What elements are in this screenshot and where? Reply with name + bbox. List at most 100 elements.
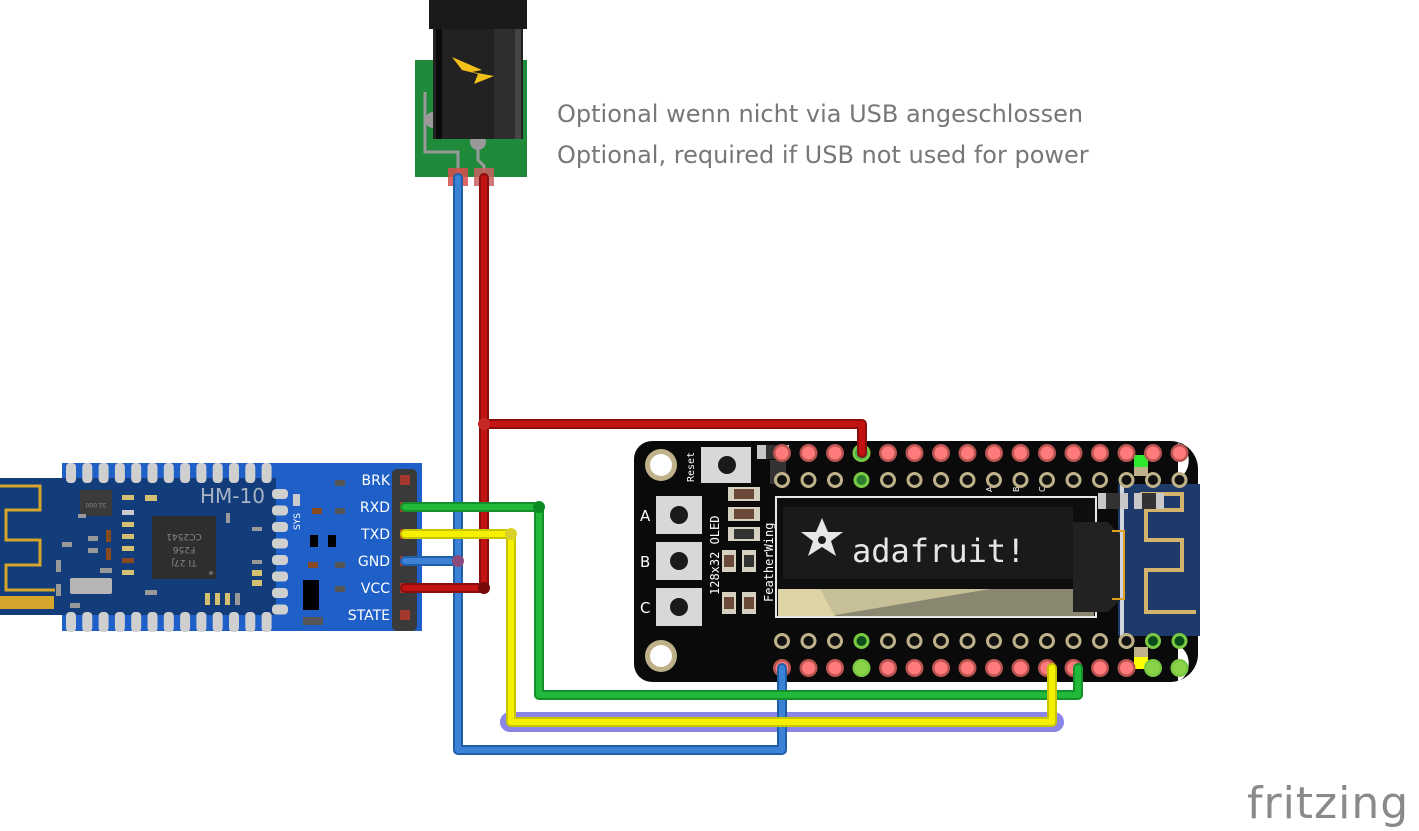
reset-button-cap[interactable] (718, 456, 736, 474)
wire-junction[interactable] (505, 528, 517, 540)
castellated-pad (163, 463, 174, 483)
smd-component (56, 584, 61, 596)
rxd-wire[interactable] (402, 504, 1081, 698)
castellated-pad (245, 612, 256, 632)
pin-inner (936, 475, 946, 485)
castellated-pad (114, 463, 125, 483)
hm10-pin-brk[interactable] (400, 475, 410, 485)
pin-inner (1068, 475, 1079, 485)
radio-antenna-trace (1140, 492, 1196, 614)
header-label-b: B (1012, 487, 1021, 493)
jack-shade (515, 29, 521, 139)
mount-hole-inner (650, 454, 672, 476)
antenna-pad (0, 596, 54, 609)
pin-inner (1093, 446, 1107, 460)
jack-trace (423, 92, 460, 175)
castellated-pad (272, 538, 288, 549)
cc2541-chip (152, 516, 216, 579)
smd-component-body (734, 509, 754, 519)
button-cap[interactable] (670, 598, 688, 616)
pin-inner (1095, 636, 1105, 646)
txd-wire[interactable] (402, 531, 1055, 725)
pin-inner (830, 636, 840, 646)
castellated-pad (229, 612, 239, 632)
smd-component-body (734, 529, 754, 539)
pin-inner (1014, 661, 1027, 675)
smd-component (122, 546, 134, 551)
smd-component-body (724, 597, 734, 609)
smd-component (312, 508, 322, 514)
castellated-pad (212, 612, 223, 632)
wire-junction[interactable] (478, 582, 490, 594)
smd-component-body (744, 555, 754, 567)
note-german: Optional wenn nicht via USB angeschlosse… (557, 100, 1084, 128)
castellated-pad (98, 463, 109, 483)
pin-inner (1040, 446, 1054, 460)
pin-inner (934, 661, 948, 675)
pin-label-brk: BRK (361, 473, 390, 489)
smd-component (100, 568, 112, 573)
button-cap[interactable] (670, 506, 688, 524)
wire-junction[interactable] (478, 418, 490, 430)
hm10-smd-parts (56, 480, 345, 625)
smd-component (62, 542, 72, 547)
castellated-pad (147, 612, 158, 632)
pin-label-vcc: VCC (361, 581, 390, 597)
power-led (1134, 455, 1148, 467)
gnd-wire[interactable] (455, 175, 785, 753)
castellated-pad (261, 463, 272, 483)
pin-inner (962, 475, 973, 485)
pin-inner (1173, 661, 1186, 675)
pin-inner (962, 636, 973, 646)
chip-line: TI 27J (171, 557, 197, 567)
feather-oled-wing[interactable]: Reset ABC 128x32 OLED FeatherWing adafru… (634, 441, 1200, 682)
pin-inner (1148, 475, 1158, 485)
pin-inner (881, 446, 895, 460)
pin-inner (961, 661, 974, 675)
smd-component (226, 513, 230, 523)
crystal (80, 490, 112, 516)
pin-inner (1015, 475, 1026, 485)
smd-component (56, 560, 61, 572)
castellated-pad (98, 612, 109, 632)
castellated-pad (229, 463, 239, 483)
header-label-c: C (1038, 486, 1047, 492)
chip-line: CC2541 (166, 531, 201, 541)
castellated-pad (212, 463, 223, 483)
hm10-module[interactable]: 32.000 TI 27J F256 CC2541 HM-10 SYS BRKR… (0, 463, 422, 632)
smd-component-body (744, 597, 754, 609)
resistor-body (1106, 493, 1120, 509)
pin-inner (987, 446, 1001, 460)
pin-inner (989, 475, 999, 485)
pin-inner (855, 661, 868, 675)
smd-component (252, 580, 262, 586)
hm10-pin-state[interactable] (400, 610, 410, 620)
button-cap[interactable] (670, 552, 688, 570)
smd-component (303, 580, 319, 610)
smd-component (252, 527, 262, 531)
sys-label: SYS (293, 513, 303, 530)
wire-junction[interactable] (533, 501, 545, 513)
smd-component (252, 570, 262, 576)
fritzing-logo: fritzing (1247, 778, 1410, 829)
castellated-pad (82, 463, 93, 483)
hm10-title: HM-10 (200, 484, 265, 508)
hm10-pads-top (66, 463, 272, 483)
note-english: Optional, required if USB not used for p… (557, 141, 1089, 169)
pin-inner (1067, 446, 1080, 460)
castellated-pad (180, 612, 191, 632)
oled-text: adafruit! (852, 532, 1025, 570)
pin-inner (908, 661, 921, 675)
wire-junction[interactable] (452, 555, 464, 567)
pin-inner (803, 475, 814, 485)
pin-inner (1146, 446, 1160, 460)
smd-component (122, 534, 134, 539)
vcc-wire-top[interactable] (481, 175, 865, 456)
dc-power-jack[interactable] (415, 0, 527, 186)
pin-inner (777, 636, 787, 646)
smd-component (145, 495, 157, 501)
pin-inner (830, 475, 840, 485)
pin-inner (1068, 636, 1079, 646)
smd-component (122, 495, 134, 500)
